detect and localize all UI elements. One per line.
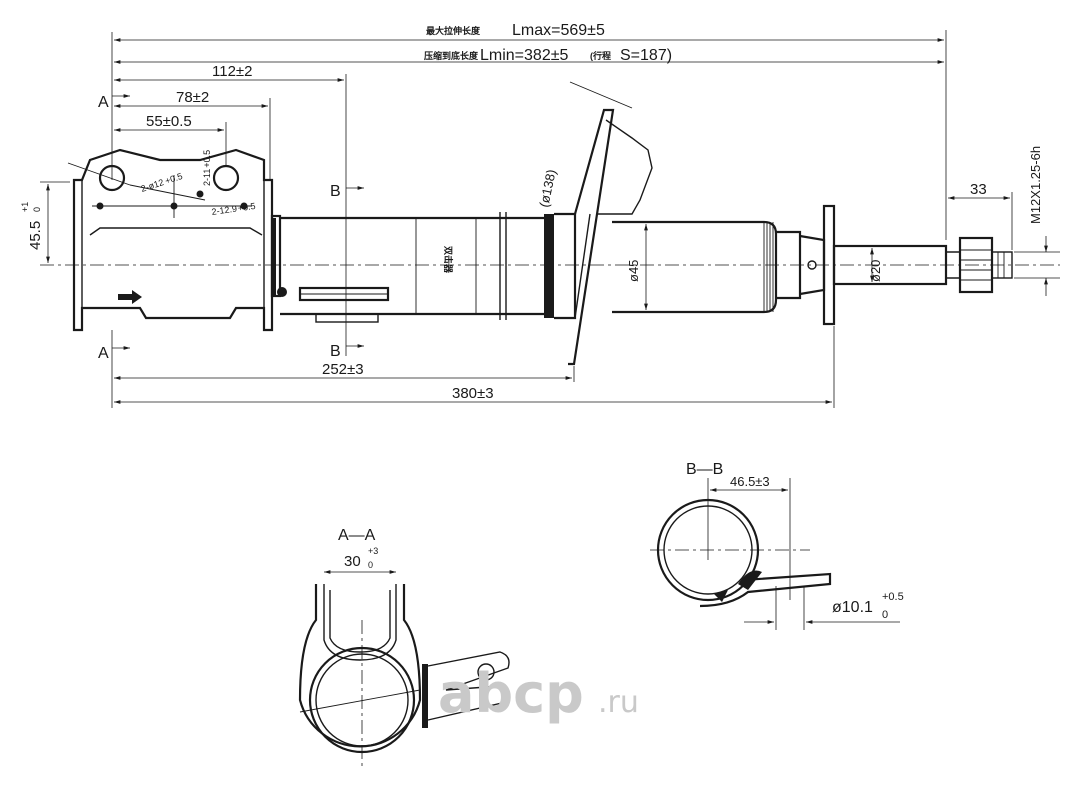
bb-diameter: ø10.1 — [832, 599, 873, 616]
bracket-hole-lower — [212, 164, 240, 192]
dim-33: 33 — [970, 181, 987, 198]
svg-text:2-12.9+0.5: 2-12.9+0.5 — [211, 201, 256, 217]
rod-diameter: ø20 — [868, 260, 883, 282]
section-a-a: A—A 30 +3 0 — [298, 527, 510, 770]
dim-55: 55±0.5 — [146, 113, 192, 130]
overall-length-dims: 最大拉伸长度 Lmax=569±5 压缩到底长度 Lmin=382±5 (行程 … — [111, 22, 947, 240]
section-bb-title: B—B — [686, 461, 723, 478]
svg-text:最大拉伸长度: 最大拉伸长度 — [426, 25, 481, 36]
svg-text:A: A — [98, 345, 109, 362]
svg-text:0: 0 — [32, 207, 42, 212]
svg-text:0: 0 — [368, 560, 373, 570]
thread-dims: 33 M12X1.25-6h — [948, 146, 1060, 296]
lmin-label: Lmin=382±5 — [480, 47, 569, 64]
svg-text:0: 0 — [882, 609, 888, 621]
main-view: 2-ø12+0.5 2-12.9+0.5 2-11+0.5 双击器 — [20, 22, 1060, 408]
svg-text:+0.5: +0.5 — [882, 591, 904, 603]
tube-stamp: 双击器 — [443, 246, 454, 274]
abcp-watermark-logo: abcp .ru — [438, 662, 639, 725]
damper-tube: 双击器 — [270, 212, 545, 323]
svg-text:+3: +3 — [368, 546, 378, 556]
lower-dims: 252±3 380±3 — [111, 326, 835, 408]
section-aa-title: A—A — [338, 527, 376, 544]
svg-text:2-11+0.5: 2-11+0.5 — [202, 150, 212, 186]
thread-spec: M12X1.25-6h — [1028, 146, 1043, 224]
bb-offset-label: 46.5±3 — [730, 474, 770, 489]
svg-text:A: A — [98, 94, 109, 111]
svg-text:abcp: abcp — [438, 662, 584, 725]
svg-text:压缩到底长度: 压缩到底长度 — [424, 50, 479, 61]
tube-diameter: ø45 — [626, 260, 641, 282]
rod-and-mount: ø20 — [776, 204, 1013, 326]
spring-seat-diameter: (ø138) — [536, 168, 559, 209]
svg-text:(行程: (行程 — [590, 50, 611, 61]
section-markers: A A B B — [98, 94, 364, 362]
dim-112: 112±2 — [212, 63, 253, 80]
svg-text:B: B — [330, 183, 341, 200]
svg-text:B: B — [330, 343, 341, 360]
mounting-bracket: 2-ø12+0.5 2-12.9+0.5 2-11+0.5 — [67, 148, 274, 332]
dim-78: 78±2 — [176, 89, 209, 106]
lmax-label: Lmax=569±5 — [512, 22, 605, 39]
section-b-b: B—B 46.5±3 ø10.1 +0.5 0 — [650, 461, 904, 630]
outer-tube: ø45 — [612, 220, 778, 314]
bracket-dims: 112±2 78±2 55±0.5 45.5 +1 0 — [20, 63, 347, 356]
svg-text:2-ø12+0.5: 2-ø12+0.5 — [140, 171, 184, 194]
svg-text:30: 30 — [344, 553, 361, 570]
stroke-label: S=187) — [620, 47, 672, 64]
svg-text:45.5: 45.5 — [27, 221, 44, 250]
dim-380: 380±3 — [452, 385, 494, 402]
direction-arrow-icon — [118, 290, 142, 304]
svg-text:.ru: .ru — [598, 685, 639, 720]
knurl — [763, 222, 774, 312]
dim-252: 252±3 — [322, 361, 364, 378]
svg-text:+1: +1 — [20, 202, 30, 212]
